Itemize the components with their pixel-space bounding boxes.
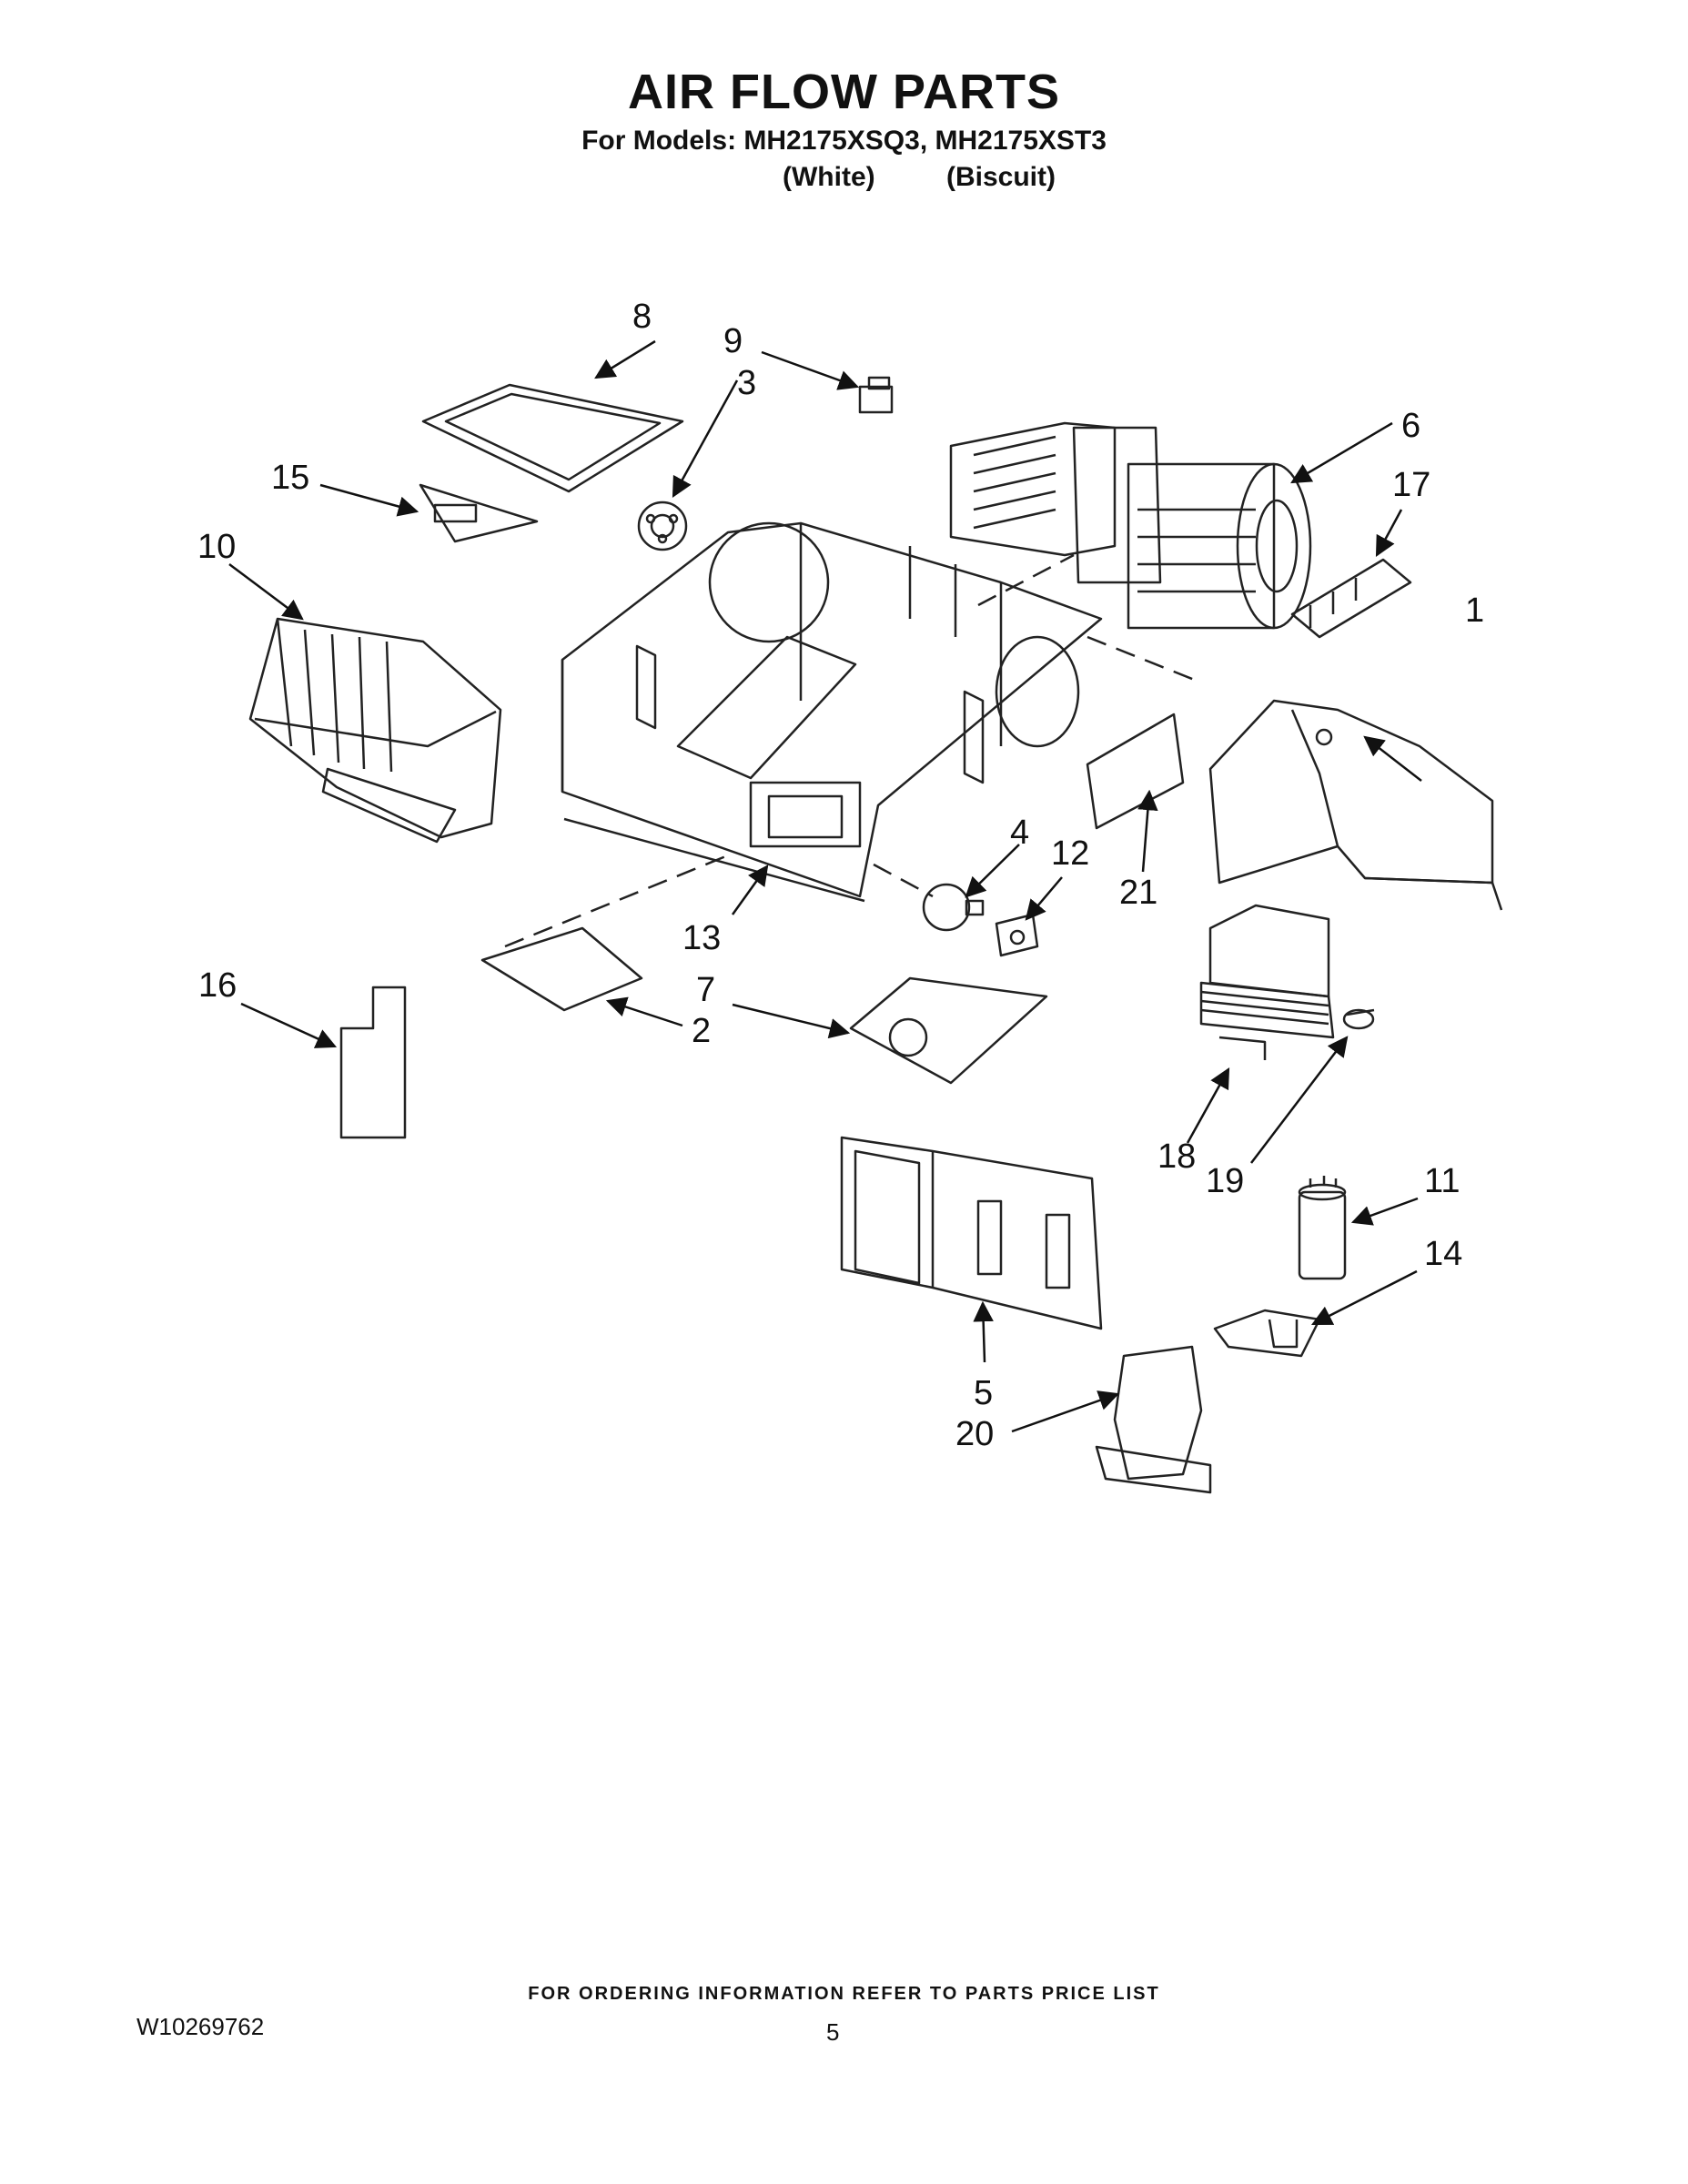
callout-14: 14 (1424, 1235, 1462, 1273)
callout-17: 17 (1392, 466, 1430, 504)
arrow-7 (732, 1003, 851, 1039)
arrow-4 (965, 844, 1020, 898)
part-damper (419, 483, 539, 543)
callout-13: 13 (682, 919, 721, 957)
callout-19: 19 (1206, 1162, 1244, 1200)
callout-6: 6 (1401, 407, 1420, 445)
document-number: W10269762 (136, 2013, 265, 2040)
part-exhaust-duct (248, 617, 502, 844)
arrow-2 (605, 996, 683, 1027)
part-vent-plate (1086, 713, 1185, 830)
arrow-6 (1290, 421, 1393, 484)
part-mounting-panel (840, 1136, 1103, 1330)
arrow-21 (1137, 789, 1158, 873)
part-capacitor (1298, 1176, 1347, 1280)
callout-12: 12 (1051, 834, 1089, 873)
callout-9: 9 (723, 322, 743, 360)
part-cover (480, 926, 643, 1012)
callout-8: 8 (632, 298, 652, 336)
part-lamp-socket (995, 913, 1039, 957)
arrow-18 (1186, 1067, 1230, 1144)
part-thermostat (1342, 1008, 1375, 1030)
arrow-5 (973, 1300, 994, 1363)
part-blower-motor (949, 421, 1312, 630)
callout-21: 21 (1119, 874, 1157, 912)
arrow-8 (594, 339, 656, 379)
callout-20: 20 (955, 1415, 994, 1453)
callout-16: 16 (198, 966, 237, 1005)
part-filter-frame (421, 383, 684, 493)
arrow-13 (731, 864, 769, 915)
callout-1: 1 (1465, 592, 1484, 630)
part-terminal-block (1290, 558, 1412, 639)
callout-10: 10 (197, 528, 236, 566)
callout-7: 7 (696, 971, 715, 1009)
arrow-17 (1375, 509, 1403, 557)
callout-3: 3 (737, 364, 756, 402)
ordering-note: FOR ORDERING INFORMATION REFER TO PARTS … (528, 1984, 1160, 2004)
arrow-11 (1350, 1197, 1419, 1226)
variant-biscuit: (Biscuit) (946, 162, 1056, 192)
callout-15: 15 (271, 459, 309, 497)
arrow-12 (1025, 876, 1063, 921)
arrow-20 (1011, 1390, 1120, 1433)
part-lamp (922, 883, 985, 932)
callout-2: 2 (692, 1012, 711, 1050)
arrow-15 (319, 483, 419, 517)
callout-18: 18 (1157, 1138, 1196, 1176)
callout-11: 11 (1424, 1162, 1460, 1200)
callout-4: 4 (1010, 814, 1029, 852)
model-numbers: For Models: MH2175XSQ3, MH2175XST3 (581, 126, 1107, 156)
arrow-1 (1363, 735, 1422, 782)
page-title: AIR FLOW PARTS (628, 65, 1060, 119)
part-air-duct (1208, 699, 1503, 911)
part-thermal-cutout (637, 500, 688, 551)
arrow-10 (228, 563, 304, 621)
part-main-chassis (561, 521, 1103, 903)
arrow-19 (1250, 1036, 1349, 1164)
part-switch (858, 376, 894, 414)
arrow-3 (672, 379, 739, 498)
part-air-guide (1095, 1345, 1212, 1494)
page-number: 5 (826, 2018, 840, 2046)
part-bottom-plate (849, 976, 1048, 1085)
callout-5: 5 (974, 1374, 993, 1412)
arrow-16 (240, 1002, 338, 1048)
part-capacitor-bracket (1213, 1309, 1321, 1358)
arrow-9 (761, 350, 860, 390)
variant-white: (White) (783, 162, 875, 192)
part-bracket (339, 986, 407, 1139)
part-transformer (1199, 904, 1335, 1060)
arrow-14 (1310, 1269, 1418, 1326)
